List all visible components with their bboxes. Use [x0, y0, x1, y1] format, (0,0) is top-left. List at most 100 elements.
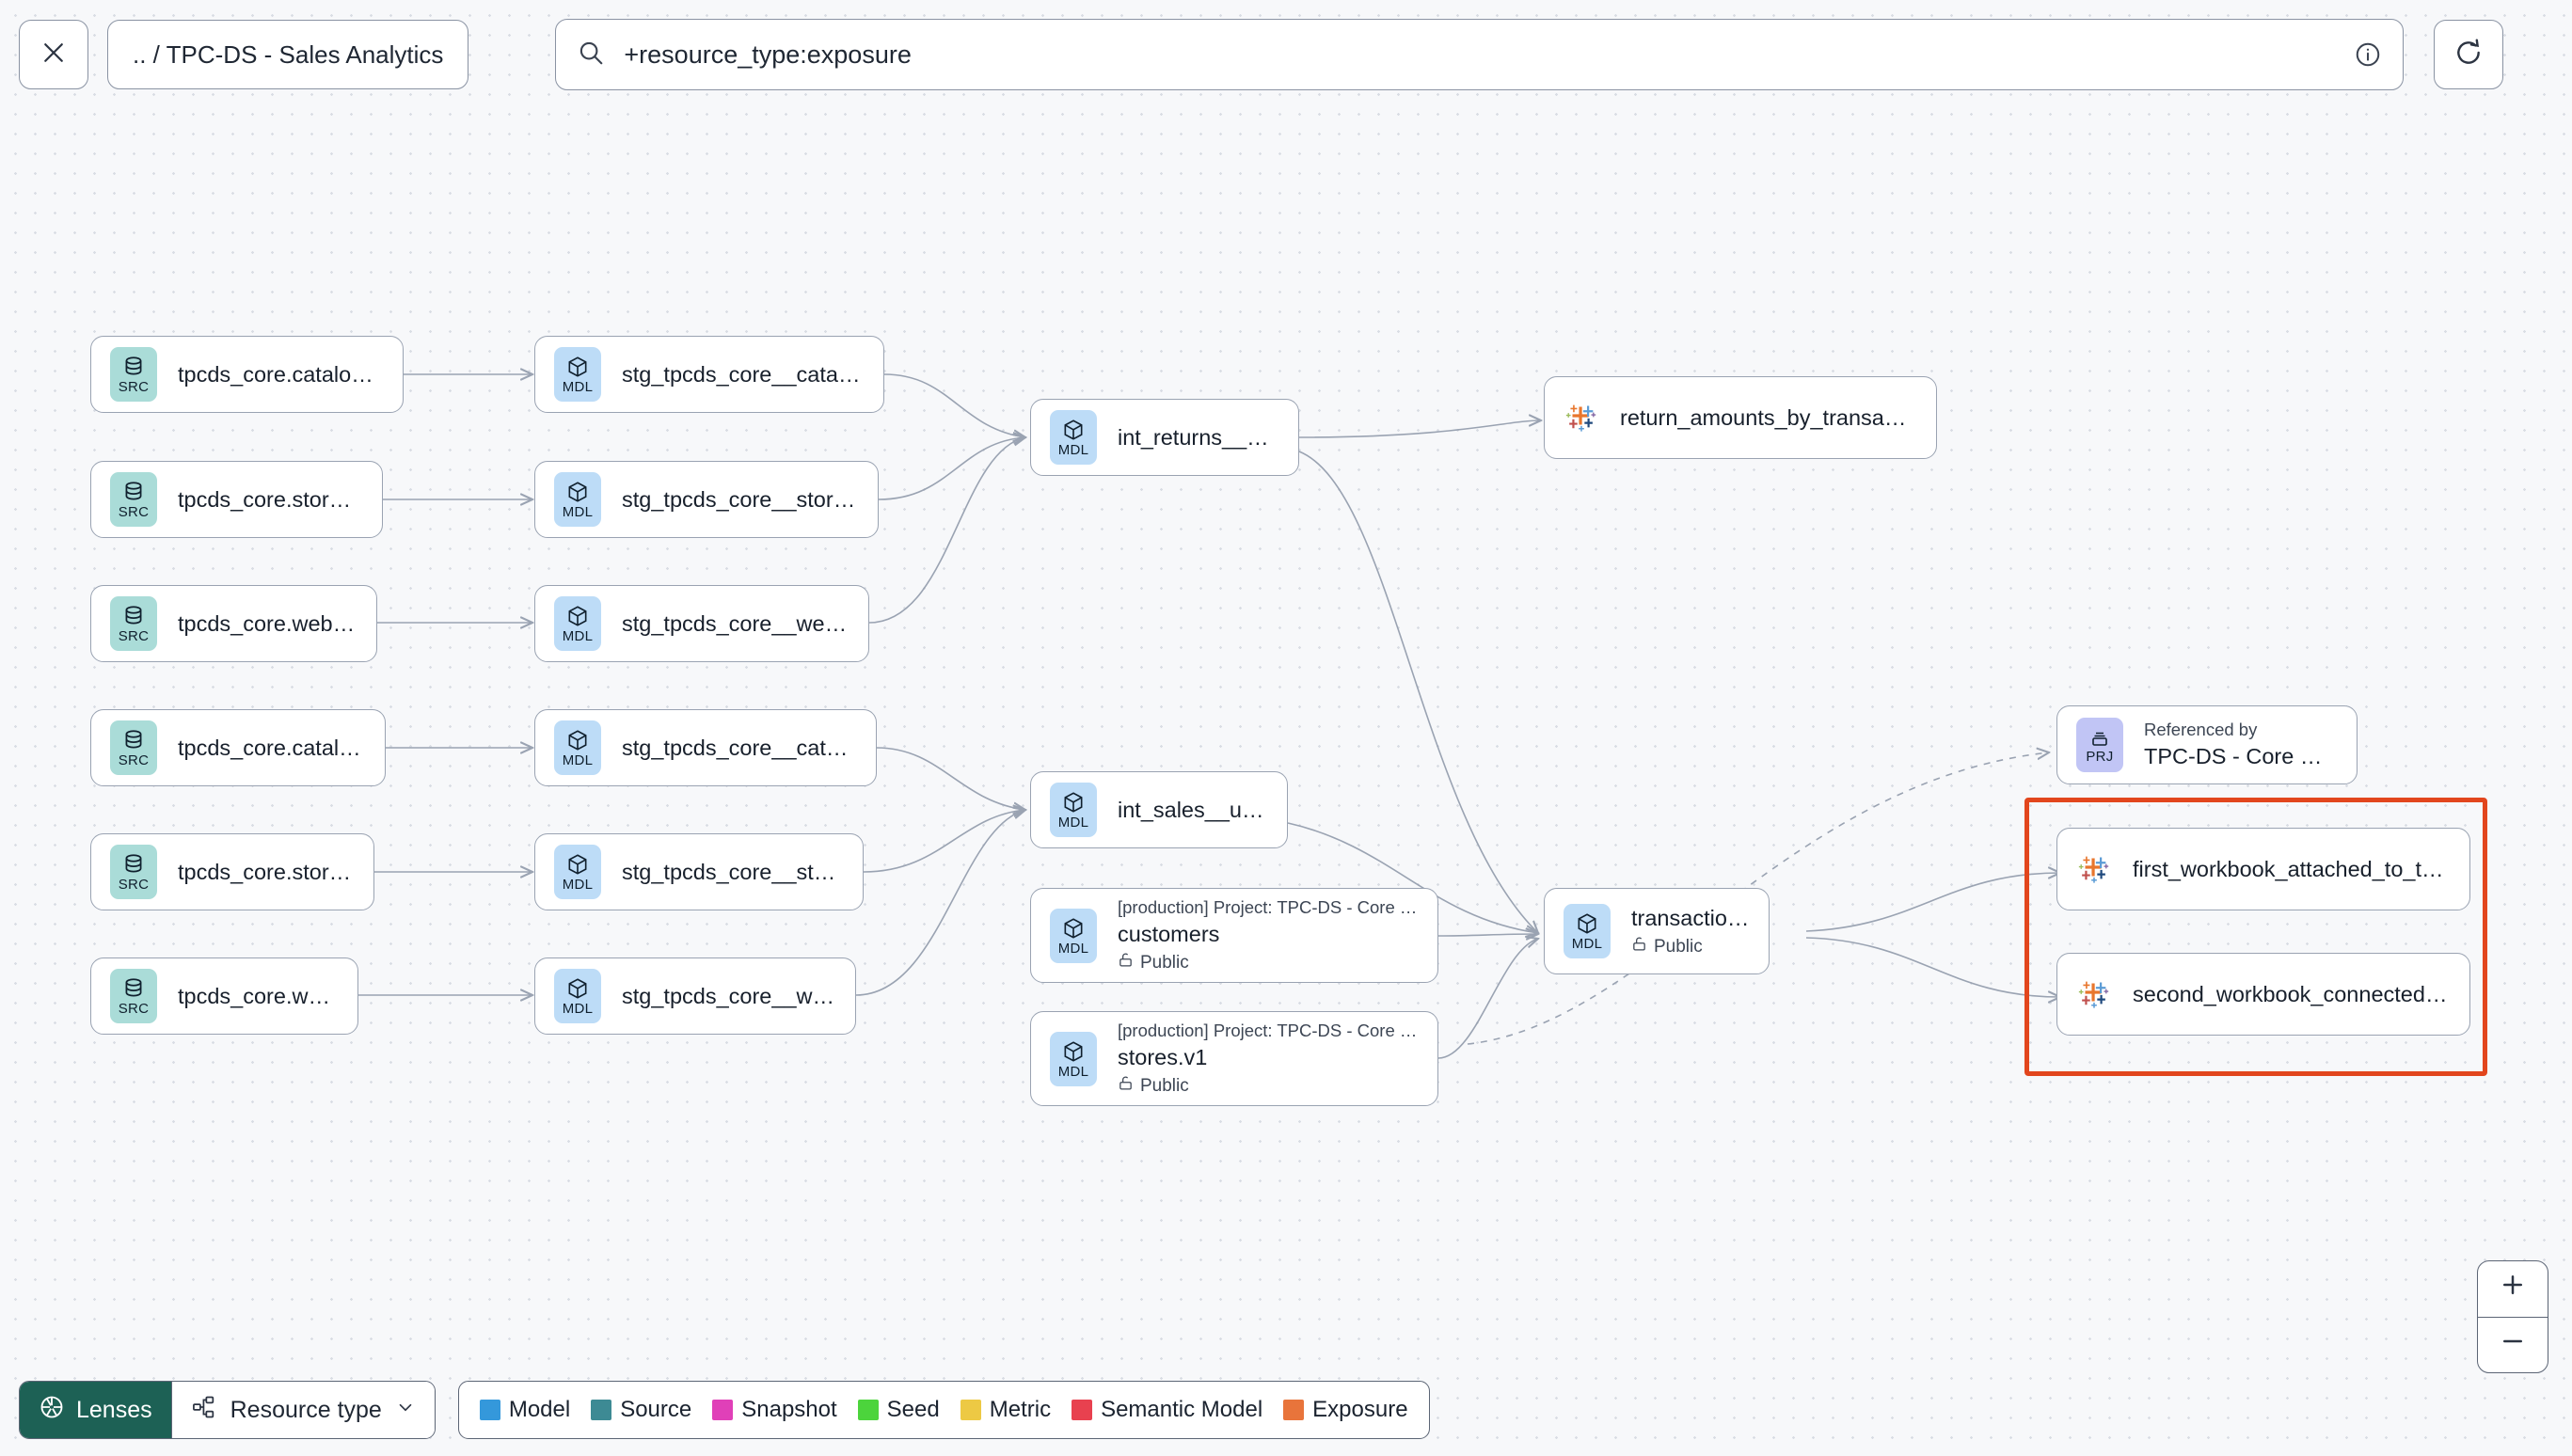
node-model-transactions[interactable]: MDL transactions Public	[1544, 888, 1770, 974]
info-circle-icon[interactable]	[2354, 40, 2382, 69]
legend-item[interactable]: Exposure	[1283, 1397, 1408, 1423]
search-bar[interactable]	[555, 19, 2405, 90]
resource-type-dropdown[interactable]: Resource type	[170, 1382, 435, 1438]
node-src-web-sales[interactable]: SRC tpcds_core.web_sales	[90, 957, 358, 1035]
node-int-sales-unioned[interactable]: MDL int_sales__unioned	[1030, 771, 1288, 848]
breadcrumb[interactable]: .. / TPC-DS - Sales Analytics	[107, 20, 469, 89]
badge-label: MDL	[1057, 1063, 1089, 1080]
mdl-badge: MDL	[1050, 783, 1097, 837]
node-label: stg_tpcds_core__catalog_returns	[622, 361, 865, 387]
node-label: stg_tpcds_core__web_returns	[622, 610, 849, 636]
mdl-badge: MDL	[1050, 908, 1097, 963]
tableau-icon	[2076, 974, 2112, 1015]
bottom-toolbar: Lenses Resource type Model Source Snapshot	[19, 1381, 1430, 1439]
node-exposure-second-workbook[interactable]: second_workbook_connected_to_live…	[2056, 953, 2470, 1036]
legend-swatch	[712, 1400, 734, 1420]
lenses-label: Lenses	[76, 1396, 152, 1423]
src-badge: SRC	[110, 596, 157, 651]
search-input[interactable]	[624, 40, 2355, 70]
mdl-badge: MDL	[1564, 904, 1611, 958]
badge-label: MDL	[562, 504, 594, 520]
badge-label: SRC	[118, 628, 150, 644]
visibility-row: Public	[1118, 951, 1419, 975]
badge-label: SRC	[118, 752, 150, 768]
aperture-icon	[39, 1394, 65, 1427]
node-stg-store-returns[interactable]: MDL stg_tpcds_core__store_returns	[534, 461, 879, 538]
zoom-in-button[interactable]	[2478, 1261, 2548, 1317]
src-badge: SRC	[110, 720, 157, 775]
node-stg-store-sales[interactable]: MDL stg_tpcds_core__store_sales	[534, 833, 864, 910]
legend-item[interactable]: Metric	[960, 1397, 1051, 1423]
legend-swatch	[960, 1400, 981, 1420]
src-badge: SRC	[110, 347, 157, 402]
node-body: [production] Project: TPC-DS - Core Data…	[1118, 896, 1419, 974]
unlock-icon	[1631, 935, 1647, 959]
legend-item[interactable]: Semantic Model	[1072, 1397, 1262, 1423]
badge-label: MDL	[562, 379, 594, 395]
node-src-catalog-sales[interactable]: SRC tpcds_core.catalog_sales	[90, 709, 386, 786]
mdl-badge: MDL	[554, 845, 601, 899]
legend-label: Source	[620, 1397, 692, 1422]
node-stg-catalog-returns[interactable]: MDL stg_tpcds_core__catalog_returns	[534, 336, 884, 413]
lenses-group: Lenses Resource type	[19, 1381, 436, 1439]
node-model-stores[interactable]: MDL [production] Project: TPC-DS - Core …	[1030, 1011, 1438, 1106]
tableau-icon	[2076, 849, 2112, 890]
node-model-customers[interactable]: MDL [production] Project: TPC-DS - Core …	[1030, 888, 1438, 983]
src-badge: SRC	[110, 845, 157, 899]
legend-swatch	[857, 1400, 879, 1420]
node-label: tpcds_core.store_sales	[178, 859, 355, 884]
node-src-store-returns[interactable]: SRC tpcds_core.store_returns	[90, 461, 383, 538]
close-button[interactable]	[19, 20, 88, 89]
mdl-badge: MDL	[554, 969, 601, 1023]
legend-item[interactable]: Snapshot	[712, 1397, 837, 1423]
breadcrumb-label: .. / TPC-DS - Sales Analytics	[133, 40, 444, 69]
legend-label: Snapshot	[741, 1397, 837, 1422]
badge-label: MDL	[562, 752, 594, 768]
mdl-badge: MDL	[554, 347, 601, 402]
node-exposure-return-amounts[interactable]: return_amounts_by_transaction_type	[1544, 376, 1937, 459]
legend-item[interactable]: Model	[479, 1397, 570, 1423]
badge-label: SRC	[118, 877, 150, 893]
legend-label: Seed	[886, 1397, 940, 1422]
legend-swatch	[1072, 1400, 1093, 1420]
zoom-out-button[interactable]	[2478, 1317, 2548, 1372]
node-project-referenced-by[interactable]: PRJ Referenced by TPC-DS - Core Data Mod…	[2056, 705, 2358, 784]
node-stg-web-returns[interactable]: MDL stg_tpcds_core__web_returns	[534, 585, 869, 662]
resource-type-label: Resource type	[230, 1396, 382, 1423]
visibility-row: Public	[1631, 935, 1750, 959]
search-icon	[577, 39, 605, 71]
hierarchy-icon	[191, 1394, 217, 1427]
legend-swatch	[591, 1400, 612, 1420]
badge-label: SRC	[118, 504, 150, 520]
badge-label: MDL	[562, 1001, 594, 1017]
node-label: tpcds_core.web_returns	[178, 610, 357, 636]
node-label: tpcds_core.catalog_sales	[178, 735, 366, 760]
top-toolbar: .. / TPC-DS - Sales Analytics	[0, 0, 2572, 109]
legend: Model Source Snapshot Seed Metric Semantic Mo…	[457, 1381, 1430, 1439]
node-src-store-sales[interactable]: SRC tpcds_core.store_sales	[90, 833, 374, 910]
node-label: stg_tpcds_core__store_returns	[622, 486, 859, 512]
lenses-button[interactable]: Lenses	[20, 1382, 171, 1438]
node-body: [production] Project: TPC-DS - Core Data…	[1118, 1020, 1419, 1098]
node-stg-catalog-sales[interactable]: MDL stg_tpcds_core__catalog_sales	[534, 709, 877, 786]
node-label: stg_tpcds_core__store_sales	[622, 859, 844, 884]
src-badge: SRC	[110, 472, 157, 527]
mdl-badge: MDL	[1050, 1031, 1097, 1086]
node-label: customers	[1118, 921, 1220, 946]
visibility-label: Public	[1140, 952, 1189, 973]
node-src-catalog-returns[interactable]: SRC tpcds_core.catalog_returns	[90, 336, 404, 413]
refresh-button[interactable]	[2434, 20, 2504, 89]
legend-item[interactable]: Source	[591, 1397, 691, 1423]
legend-swatch	[1283, 1400, 1305, 1420]
prj-badge: PRJ	[2076, 718, 2123, 772]
legend-item[interactable]: Seed	[857, 1397, 940, 1423]
node-src-web-returns[interactable]: SRC tpcds_core.web_returns	[90, 585, 377, 662]
node-label: int_sales__unioned	[1118, 797, 1268, 822]
node-label: transactions	[1631, 905, 1750, 930]
node-label: int_returns__unioned	[1118, 424, 1279, 450]
node-stg-web-sales[interactable]: MDL stg_tpcds_core__web_sales	[534, 957, 856, 1035]
node-exposure-first-workbook[interactable]: first_workbook_attached_to_tpc-ds_-_…	[2056, 828, 2470, 910]
node-int-returns-unioned[interactable]: MDL int_returns__unioned	[1030, 399, 1299, 476]
node-project-path: [production] Project: TPC-DS - Core Data…	[1118, 1020, 1419, 1040]
